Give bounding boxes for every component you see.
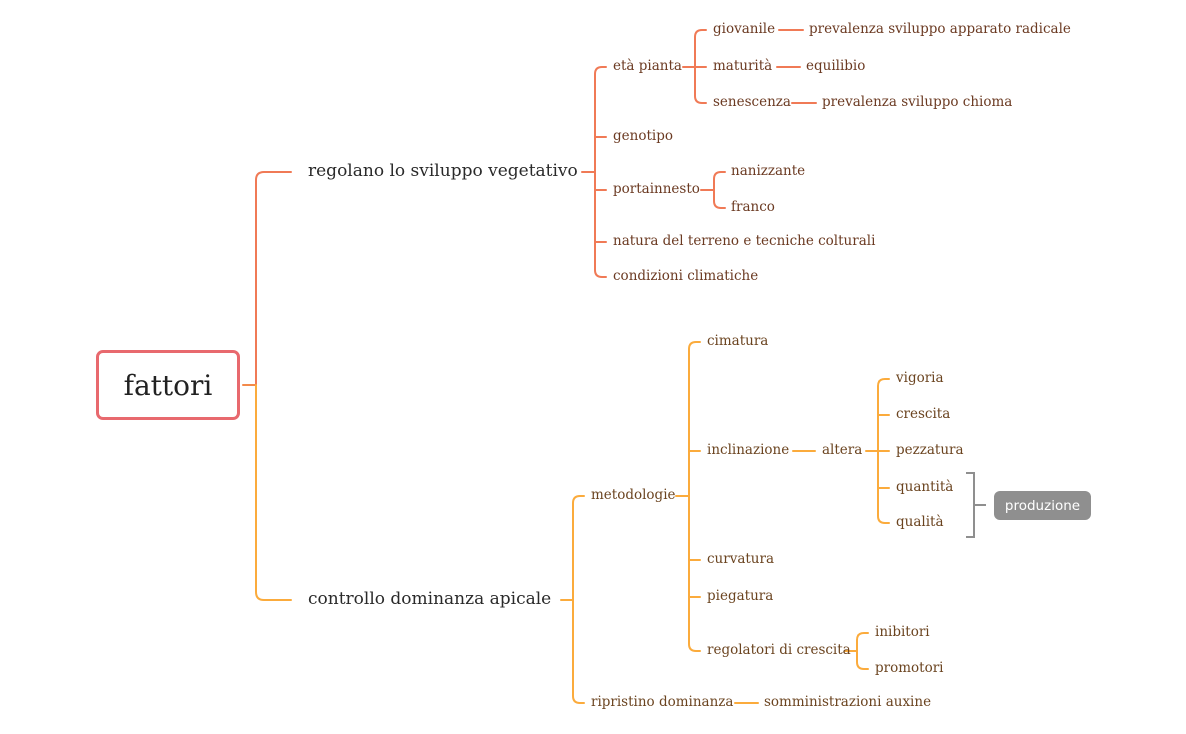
node-qualita[interactable]: qualità — [896, 514, 944, 530]
node-curvatura[interactable]: curvatura — [707, 551, 775, 567]
node-genotipo[interactable]: genotipo — [613, 128, 673, 144]
node-cimatura[interactable]: cimatura — [707, 333, 769, 349]
node-giovanile-detail[interactable]: prevalenza sviluppo apparato radicale — [809, 21, 1071, 37]
node-crescita[interactable]: crescita — [896, 406, 951, 422]
branch-regolano-sviluppo[interactable]: regolano lo sviluppo vegetativo — [308, 161, 578, 181]
node-inibitori[interactable]: inibitori — [875, 624, 930, 640]
node-regolatori-crescita[interactable]: regolatori di crescita — [707, 642, 851, 658]
node-promotori[interactable]: promotori — [875, 660, 944, 676]
root-topic[interactable]: fattori — [96, 350, 240, 420]
node-franco[interactable]: franco — [731, 199, 775, 215]
node-eta-pianta[interactable]: età pianta — [613, 58, 682, 74]
node-inclinazione[interactable]: inclinazione — [707, 442, 790, 458]
node-condizioni-climatiche[interactable]: condizioni climatiche — [613, 268, 759, 284]
node-altera[interactable]: altera — [822, 442, 863, 458]
summary-produzione[interactable]: produzione — [994, 491, 1091, 520]
node-nanizzante[interactable]: nanizzante — [731, 163, 806, 179]
node-giovanile[interactable]: giovanile — [713, 21, 776, 37]
node-vigoria[interactable]: vigoria — [896, 370, 944, 386]
summary-bracket — [966, 472, 986, 538]
node-natura-terreno[interactable]: natura del terreno e tecniche colturali — [613, 233, 876, 249]
node-somministrazioni-auxine[interactable]: somministrazioni auxine — [764, 694, 932, 710]
node-metodologie[interactable]: metodologie — [591, 487, 676, 503]
node-portainnesto[interactable]: portainnesto — [613, 181, 700, 197]
link-root-branch1 — [255, 171, 292, 386]
node-quantita[interactable]: quantità — [896, 479, 954, 495]
node-maturita[interactable]: maturità — [713, 58, 773, 74]
node-senescenza-detail[interactable]: prevalenza sviluppo chioma — [822, 94, 1013, 110]
link-root-branch2 — [255, 384, 292, 601]
branch-controllo-dominanza[interactable]: controllo dominanza apicale — [308, 589, 552, 609]
node-ripristino-dominanza[interactable]: ripristino dominanza — [591, 694, 734, 710]
node-senescenza[interactable]: senescenza — [713, 94, 791, 110]
node-piegatura[interactable]: piegatura — [707, 588, 774, 604]
node-maturita-detail[interactable]: equilibio — [806, 58, 866, 74]
node-pezzatura[interactable]: pezzatura — [896, 442, 964, 458]
